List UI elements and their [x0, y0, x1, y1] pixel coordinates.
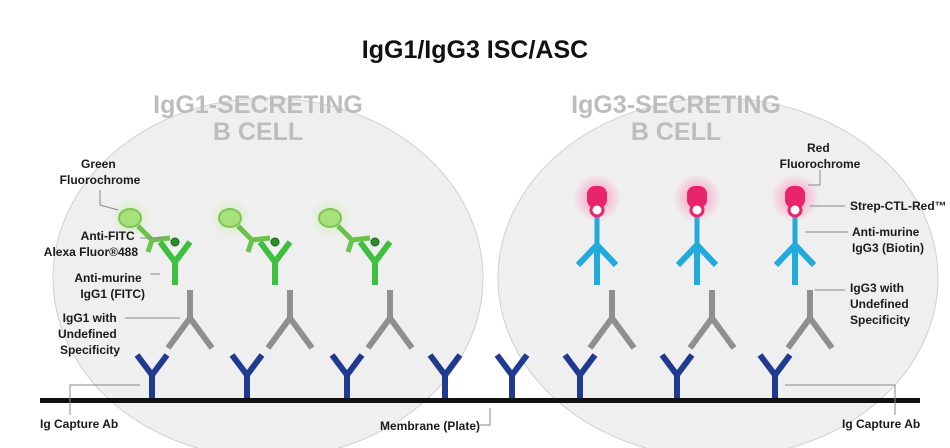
anti-fitc-group [110, 198, 371, 253]
anti-igg3-antibodies [575, 242, 817, 285]
anti-murine-igg1 [157, 240, 193, 285]
anti-murine-igg3 [773, 242, 817, 285]
green-fluorochrome [118, 208, 142, 228]
anti-murine-igg3-label: Anti-murine IgG3 (Biotin) [852, 225, 924, 255]
capture-antibody [562, 353, 598, 398]
anti-murine-igg1-label: Anti-murine IgG1 (FITC) [74, 271, 145, 301]
capture-antibody [134, 353, 170, 398]
green-fluorochrome-label: Green Fluorochrome [60, 157, 141, 187]
red-fluorochrome [687, 186, 707, 208]
anti-murine-igg1 [257, 240, 293, 285]
igg1-cell-title-line1: IgG1-SECRETING [153, 91, 363, 119]
membrane-label: Membrane (Plate) [380, 419, 480, 433]
strep-ctl-red-label: Strep-CTL-Red™ [850, 199, 947, 213]
strep-ctl-red [673, 174, 721, 222]
strep-ctl-red [771, 174, 819, 222]
capture-ab-label-left: Ig Capture Ab [40, 417, 118, 431]
diagram-title: IgG1/IgG3 ISC/ASC [362, 36, 588, 64]
igg3-cell-title-line2: B CELL [631, 118, 721, 146]
strep-ctl-red [573, 174, 621, 222]
fitc-dots [170, 237, 380, 247]
anti-murine-igg1 [357, 240, 393, 285]
capture-antibodies [134, 353, 793, 398]
igg-antibodies [165, 290, 835, 350]
igg3-antibody [785, 290, 835, 350]
igg3-b-cell [497, 97, 939, 448]
capture-antibody [494, 353, 530, 398]
igg3-cell-title-line1: IgG3-SECRETING [571, 91, 781, 119]
anti-fitc-antibody [310, 198, 371, 253]
membrane-plate [40, 398, 920, 403]
capture-antibody [757, 353, 793, 398]
anti-igg1-antibodies [157, 240, 393, 285]
capture-antibody [329, 353, 365, 398]
igg1-antibody [365, 290, 415, 350]
igg1-antibody [165, 290, 215, 350]
igg3-antibody [687, 290, 737, 350]
red-fluorochrome [785, 186, 805, 208]
igg1-antibody [265, 290, 315, 350]
anti-fitc-label: Anti-FITC Alexa Fluor®488 [44, 229, 139, 259]
leader-lines [69, 170, 896, 426]
green-fluorochrome [318, 208, 342, 228]
red-fluorochrome-label: Red Fluorochrome [780, 141, 861, 171]
red-fluorochrome [587, 186, 607, 208]
igg1-cell-title-line2: B CELL [213, 118, 303, 146]
capture-antibody [427, 353, 463, 398]
igg3-undefined-label: IgG3 with Undefined Specificity [850, 281, 912, 327]
anti-murine-igg3 [675, 242, 719, 285]
igg1-undefined-label: IgG1 with Undefined Specificity [58, 311, 120, 357]
capture-antibody [659, 353, 695, 398]
fitc-dot [370, 237, 380, 247]
anti-murine-igg3 [575, 242, 619, 285]
igg3-antibody [587, 290, 637, 350]
capture-ab-label-right: Ig Capture Ab [842, 417, 920, 431]
fitc-dot [270, 237, 280, 247]
green-fluorochrome [218, 208, 242, 228]
anti-fitc-antibody [210, 198, 271, 253]
fitc-dot [170, 237, 180, 247]
red-fluorochromes [573, 174, 819, 222]
capture-antibody [229, 353, 265, 398]
